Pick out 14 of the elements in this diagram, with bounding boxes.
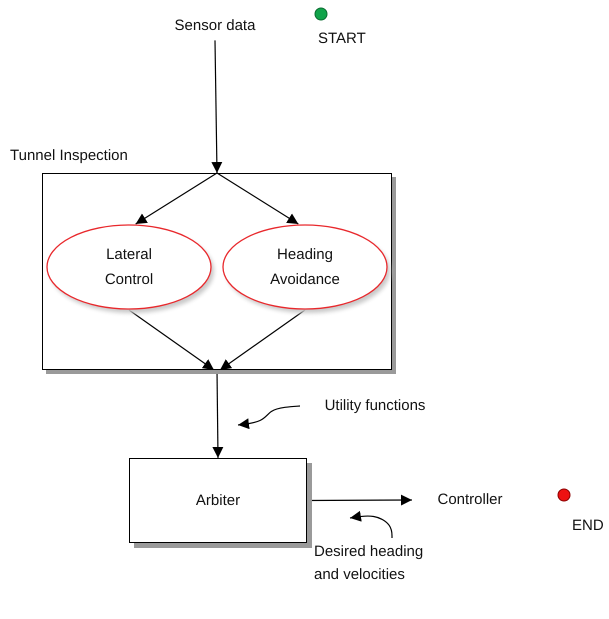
flow-label: Sensor data xyxy=(158,14,272,38)
arrow xyxy=(211,40,222,173)
process-ellipse: Lateral Control xyxy=(46,224,212,310)
flow-label: Controller xyxy=(420,488,520,512)
state-label: END xyxy=(572,517,604,534)
state-label: START xyxy=(318,30,366,47)
leader-arrow xyxy=(350,510,393,538)
leader-arrow xyxy=(238,405,300,430)
arrow xyxy=(216,172,299,224)
process-ellipse: Heading Avoidance xyxy=(222,224,388,310)
group-title: Tunnel Inspection xyxy=(10,147,128,164)
annotation-text: Desired heading and velocities xyxy=(314,540,444,586)
flow-label: Utility functions xyxy=(300,394,450,418)
arrow xyxy=(135,172,218,224)
